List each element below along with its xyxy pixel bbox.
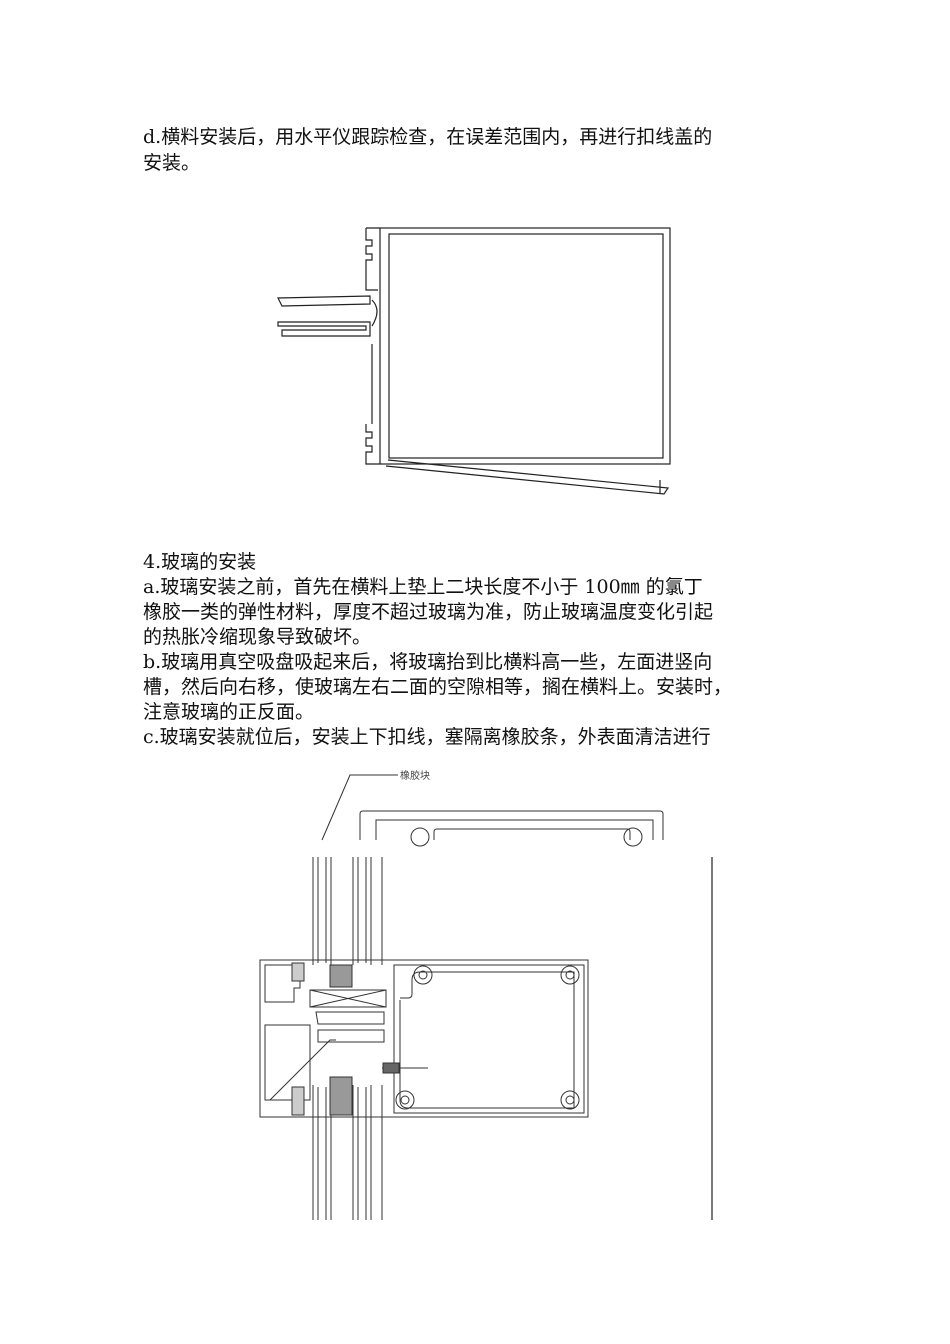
upper-transom-fragment	[359, 810, 664, 847]
callout-label: 橡胶块	[400, 769, 430, 782]
transom-section	[259, 959, 589, 1118]
paragraph-a-line-3: 的热胀冷缩现象导致破坏。	[143, 626, 372, 648]
paragraph-c-line-1: c.玻璃安装就位后，安装上下扣线，塞隔离橡胶条，外表面清洁进行	[143, 726, 711, 748]
paragraph-b-line-3: 注意玻璃的正反面。	[143, 701, 315, 723]
callout: 橡胶块	[321, 769, 430, 841]
paragraph-a-line-2: 橡胶一类的弹性材料，厚度不超过玻璃为准，防止玻璃温度变化引起	[143, 601, 714, 623]
paragraph-d-line-1: d.横料安装后，用水平仪跟踪检查，在误差范围内，再进行扣线盖的	[143, 126, 713, 148]
section-4-heading: 4.玻璃的安装	[143, 551, 257, 573]
paragraph-b-line-2: 槽，然后向右移，使玻璃左右二面的空隙相等，搁在横料上。安装时，	[143, 676, 733, 698]
paragraph-d-line-2: 安装。	[143, 152, 201, 174]
paragraph-a-line-1: a.玻璃安装之前，首先在横料上垫上二块长度不小于 100㎜ 的氯丁	[143, 576, 703, 598]
transom-profile-drawing	[277, 227, 671, 495]
glass-panes	[312, 857, 713, 1220]
paragraph-b-line-1: b.玻璃用真空吸盘吸起来后，将玻璃抬到比横料高一些，左面进竖向	[143, 651, 713, 673]
